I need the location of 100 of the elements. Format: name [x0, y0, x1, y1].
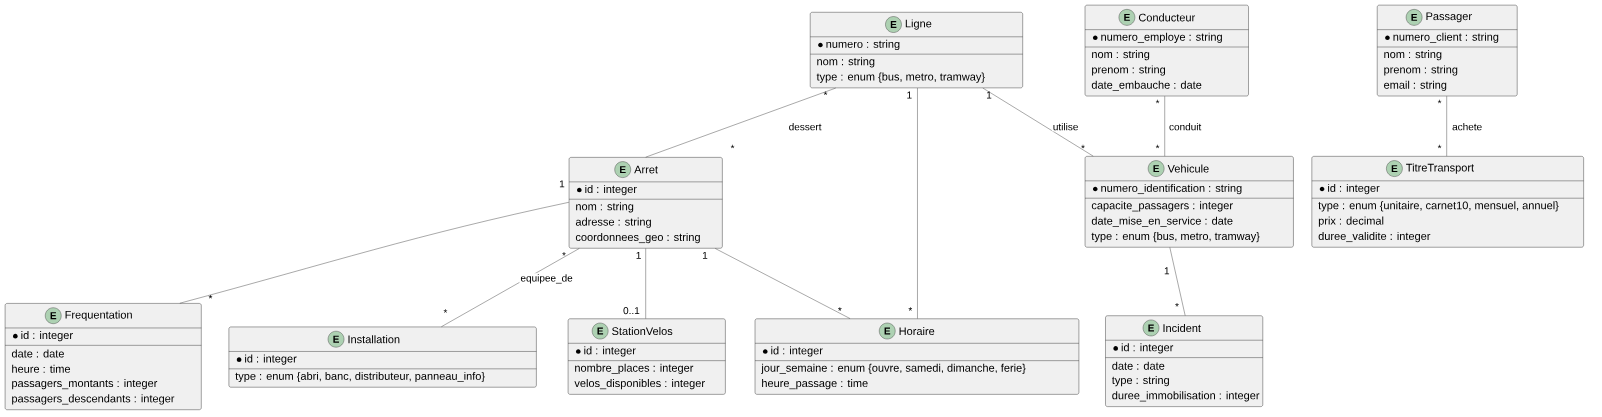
attribute-text: adresse : string	[575, 217, 651, 228]
multiplicity-label: 1	[702, 252, 708, 259]
entity-box	[1377, 5, 1518, 97]
attribute-text: coordonnees_geo : string	[575, 233, 700, 244]
multiplicity-label: 0..1	[623, 307, 640, 315]
attribute-text: heure_passage : time	[762, 379, 868, 390]
attribute-text: prix : decimal	[1318, 216, 1384, 227]
multiplicity-label: *	[730, 144, 735, 149]
multiplicity-label: *	[1437, 99, 1442, 104]
multiplicity-label: *	[908, 307, 913, 311]
attribute-text: type : enum {abri, banc, distributeur, panneau_info}	[235, 371, 485, 383]
edge-label: conduit	[1168, 122, 1203, 132]
attribute-text: prenom : string	[1384, 65, 1458, 76]
entity-box	[567, 318, 726, 395]
entity-name: Passager	[1426, 12, 1472, 23]
entity-badge: E	[885, 16, 902, 33]
multiplicity-label: *	[1437, 144, 1442, 149]
entity-badge: E	[879, 322, 896, 340]
entity-badge: E	[1147, 160, 1165, 177]
attribute-text: type : enum {bus, metro, tramway}	[1091, 232, 1260, 243]
attribute-text: passagers_descendants : integer	[12, 394, 175, 405]
multiplicity-label: *	[823, 91, 828, 96]
attribute-text: passagers_montants : integer	[12, 379, 158, 390]
entity-name: TitreTransport	[1406, 163, 1474, 174]
association-line	[179, 202, 570, 304]
association-line	[645, 87, 836, 158]
attribute-text: email : string	[1384, 80, 1447, 91]
key-attribute: id : integer	[576, 346, 636, 357]
entity-box	[568, 157, 723, 249]
association-line	[1169, 247, 1186, 316]
entity-badge: E	[327, 331, 345, 348]
entity-box	[1084, 156, 1294, 248]
multiplicity-label: 1	[636, 252, 641, 259]
association-line	[982, 87, 1094, 157]
entity-box	[810, 12, 1023, 89]
entity-name: Incident	[1163, 324, 1201, 333]
attribute-text: heure : time	[12, 364, 71, 373]
attribute-text: nom : string	[817, 57, 875, 68]
attribute-text: nom : string	[1384, 50, 1442, 61]
entity-box	[1084, 5, 1249, 97]
edge-label: dessert	[787, 122, 823, 132]
entity-name: Frequentation	[65, 310, 132, 321]
multiplicity-label: *	[1081, 144, 1085, 149]
attribute-text: type : enum {bus, metro, tramway}	[816, 72, 985, 83]
entity-box	[754, 318, 1080, 395]
association-line	[645, 248, 646, 319]
key-attribute: id : integer	[1319, 183, 1380, 195]
entity-name: Vehicule	[1167, 164, 1209, 173]
key-attribute: id : integer	[236, 354, 297, 365]
entity-badge: E	[1405, 9, 1423, 26]
multiplicity-label: 1	[907, 91, 912, 99]
attribute-text: capacite_passagers : integer	[1091, 201, 1233, 212]
key-attribute: id : integer	[13, 331, 73, 342]
attribute-text: date_mise_en_service : date	[1091, 216, 1233, 227]
attribute-text: date_embauche : date	[1091, 80, 1202, 91]
entity-name: Conducteur	[1138, 13, 1196, 22]
multiplicity-label: *	[208, 294, 213, 299]
multiplicity-label: *	[1175, 303, 1179, 307]
entity-name: StationVelos	[612, 327, 673, 336]
association-line	[1164, 96, 1165, 157]
attribute-text: velos_disponibles : integer	[574, 379, 705, 390]
entity-badge: E	[614, 161, 631, 178]
key-attribute: numero_employe : string	[1092, 32, 1222, 43]
attribute-text: prenom : string	[1092, 65, 1166, 76]
key-attribute: numero_client : string	[1385, 32, 1499, 43]
entity-name: Horaire	[899, 327, 935, 336]
key-attribute: numero_identification : string	[1092, 183, 1242, 195]
key-attribute: id : integer	[1113, 343, 1174, 354]
entity-badge: E	[591, 322, 609, 340]
attribute-text: nom : string	[1092, 50, 1150, 61]
entity-badge: E	[1142, 319, 1160, 337]
attribute-text: date : date	[11, 349, 64, 358]
multiplicity-label: 1	[1164, 267, 1170, 275]
key-attribute: id : integer	[762, 346, 823, 357]
entity-name: Installation	[348, 335, 400, 344]
association-line	[441, 248, 580, 327]
entity-badge: E	[45, 307, 62, 324]
key-attribute: id : integer	[577, 185, 637, 196]
entity-badge: E	[1118, 9, 1136, 26]
attribute-text: duree_validite : integer	[1318, 232, 1431, 243]
attribute-text: jour_semaine : enum {ouvre, samedi, dimanche, ferie}	[761, 363, 1026, 375]
attribute-text: nombre_places : integer	[575, 363, 694, 375]
entity-box	[1105, 315, 1263, 407]
association-line	[1446, 96, 1447, 157]
edge-label: equipee_de	[519, 273, 574, 285]
entity-box	[228, 326, 537, 388]
edge-label: utilise	[1051, 122, 1080, 132]
attribute-text: type : string	[1111, 376, 1169, 387]
edge-label: achete	[1451, 122, 1484, 132]
entity-name: Ligne	[905, 19, 932, 30]
attribute-text: duree_immobilisation : integer	[1112, 391, 1260, 402]
multiplicity-label: *	[838, 307, 842, 311]
attribute-text: nom : string	[576, 202, 634, 213]
multiplicity-label: *	[1155, 99, 1160, 104]
multiplicity-label: 1	[987, 91, 992, 99]
multiplicity-label: *	[443, 309, 448, 313]
multiplicity-label: *	[1155, 144, 1160, 149]
association-line	[715, 248, 851, 319]
attribute-text: date : date	[1112, 361, 1165, 370]
attribute-text: type : enum {unitaire, carnet10, mensuel, annuel}	[1318, 201, 1559, 212]
